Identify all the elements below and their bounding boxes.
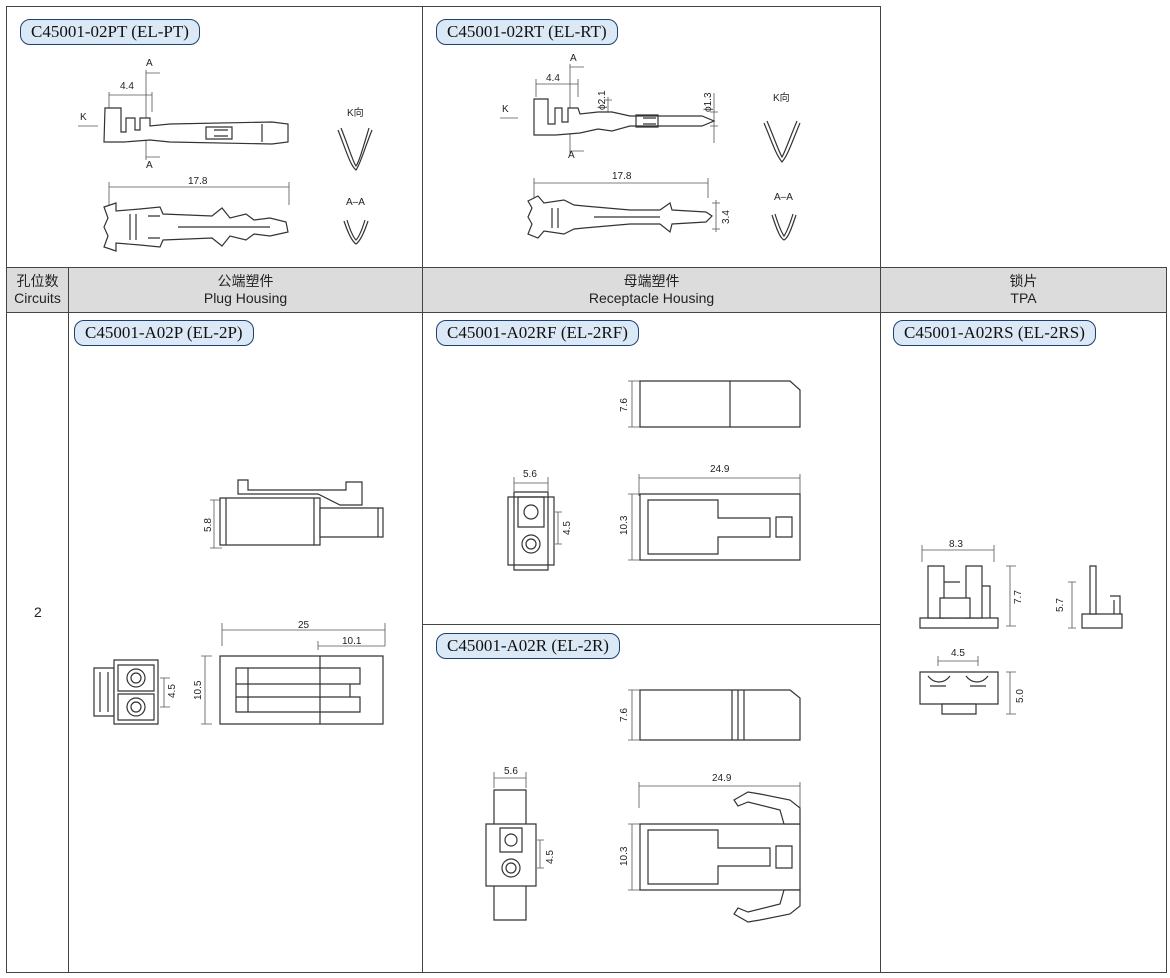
receptacle-terminal-side-drawing (500, 64, 801, 241)
header-circuits-en: Circuits (14, 290, 61, 306)
tpa-side-height-dim: 5.7 (1055, 598, 1066, 612)
tpa-height-dim: 7.7 (1013, 590, 1024, 604)
receptacle-r-length-dim: 24.9 (712, 773, 732, 784)
receptacle-terminal-length-dim: 17.8 (612, 171, 632, 182)
plug-latch-dim: 10.1 (342, 636, 362, 647)
receptacle-terminal-part-label: C45001-02RT (EL-RT) (436, 19, 618, 45)
plug-housing-part-label: C45001-A02P (EL-2P) (74, 320, 254, 346)
receptacle-terminal-a-bottom: A (568, 150, 575, 161)
receptacle-terminal-aa-view-label: A–A (774, 192, 793, 203)
receptacle-f-cell (422, 312, 881, 625)
tpa-pitch-dim: 4.5 (951, 648, 965, 659)
receptacle-f-front-width-dim: 5.6 (523, 469, 537, 480)
tpa-part-label: C45001-A02RS (EL-2RS) (893, 320, 1096, 346)
plug-terminal-aa-view-label: A–A (346, 197, 365, 208)
receptacle-f-drawing (507, 380, 801, 571)
header-tpa-cn: 锁片 (1009, 273, 1038, 289)
plug-terminal-k-label: K (80, 112, 87, 123)
header-receptacle-cn: 母端塑件 (623, 273, 680, 289)
receptacle-r-front-width-dim: 5.6 (504, 766, 518, 777)
plug-housing-drawing (93, 479, 386, 725)
receptacle-r-drawing (485, 689, 801, 923)
tpa-width-dim: 8.3 (949, 539, 963, 550)
plug-terminal-a-bottom: A (146, 160, 153, 171)
header-circuits-cn: 孔位数 (16, 273, 59, 289)
receptacle-f-part-label: C45001-A02RF (EL-2RF) (436, 320, 639, 346)
header-plug-cn: 公端塑件 (217, 273, 274, 289)
receptacle-f-length-dim: 24.9 (710, 464, 730, 475)
tpa-cell (880, 312, 1167, 973)
receptacle-terminal-k-label: K (502, 104, 509, 115)
header-receptacle-housing: 母端塑件 Receptacle Housing (422, 267, 881, 313)
receptacle-r-part-label: C45001-A02R (EL-2R) (436, 633, 620, 659)
header-receptacle-en: Receptacle Housing (588, 290, 715, 306)
plug-terminal-side-drawing (78, 70, 373, 252)
circuits-cell (6, 312, 69, 973)
receptacle-terminal-width-dim: 4.4 (546, 73, 560, 84)
receptacle-terminal-a-top: A (570, 53, 577, 64)
plug-terminal-a-top: A (146, 58, 153, 69)
plug-terminal-part-label: C45001-02PT (EL-PT) (20, 19, 200, 45)
header-tpa-en: TPA (1010, 290, 1037, 306)
header-plug-en: Plug Housing (203, 290, 288, 306)
receptacle-terminal-k-view-label: K向 (773, 93, 790, 104)
circuits-value: 2 (34, 604, 42, 620)
plug-terminal-k-view-label: K向 (347, 108, 364, 119)
plug-length-dim: 25 (298, 620, 310, 631)
tpa-bottom-height-dim: 5.0 (1015, 689, 1026, 703)
plug-terminal-length-dim: 17.8 (188, 176, 208, 187)
plug-terminal-width-dim: 4.4 (120, 81, 134, 92)
header-tpa: 锁片 TPA (880, 267, 1167, 313)
